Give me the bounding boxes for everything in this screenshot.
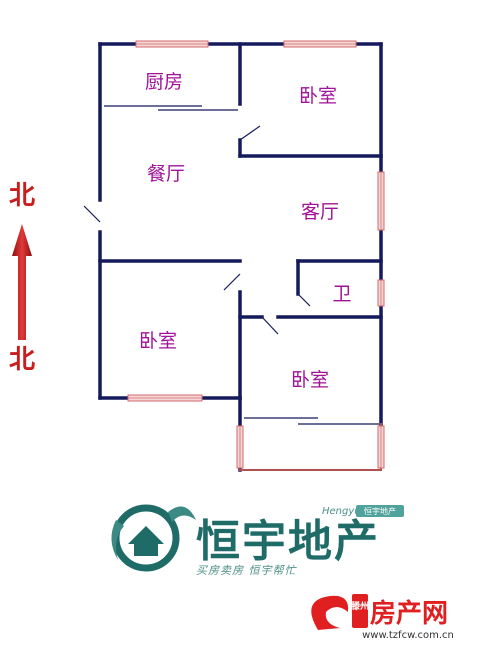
walls [98,42,383,472]
room-label-bath: 卫 [332,283,351,305]
windows [127,40,385,469]
site-url: www.tzfcw.com.cn [362,630,454,641]
room-label-kitchen: 厨房 [145,71,183,93]
room-label-north-bedroom: 卧室 [299,85,337,107]
city-badge-text: 滕州 [351,600,369,612]
door-swings [83,125,311,335]
room-label-southwest-bedroom: 卧室 [139,330,177,352]
logo-badge-text: 恒宇地产 [364,506,396,516]
company-logo: Hengyu 恒宇地产 恒宇地产 买房卖房 恒宇帮忙 [111,504,404,577]
room-label-dining: 餐厅 [147,163,185,185]
north-compass: 北 北 [9,181,35,375]
door-west-bedroom [223,273,241,291]
site-watermark: 滕州 房产网 www.tzfcw.com.cn [311,594,454,641]
city-badge-bg [352,594,368,628]
north-label-bottom: 北 [9,345,35,375]
room-label-southeast-bedroom: 卧室 [291,369,329,391]
logo-chinese-name: 恒宇地产 [196,516,380,567]
logo-slogan: 买房卖房 恒宇帮忙 [196,564,297,577]
logo-badge-bg [356,505,404,517]
logo-english-name: Hengyu [322,506,361,517]
window-mullions [128,43,382,468]
door-se-bedroom [261,316,279,335]
door-dining-entry [83,205,101,223]
site-name: 房产网 [370,599,448,629]
north-label-top: 北 [9,181,35,211]
site-logo-icon [311,595,349,630]
north-arrow-icon [12,224,32,340]
door-bath [297,293,311,307]
thin-lines [104,105,379,425]
house-emblem-icon [111,504,196,572]
door-north-bedroom [239,125,261,141]
room-label-living: 客厅 [301,201,339,223]
